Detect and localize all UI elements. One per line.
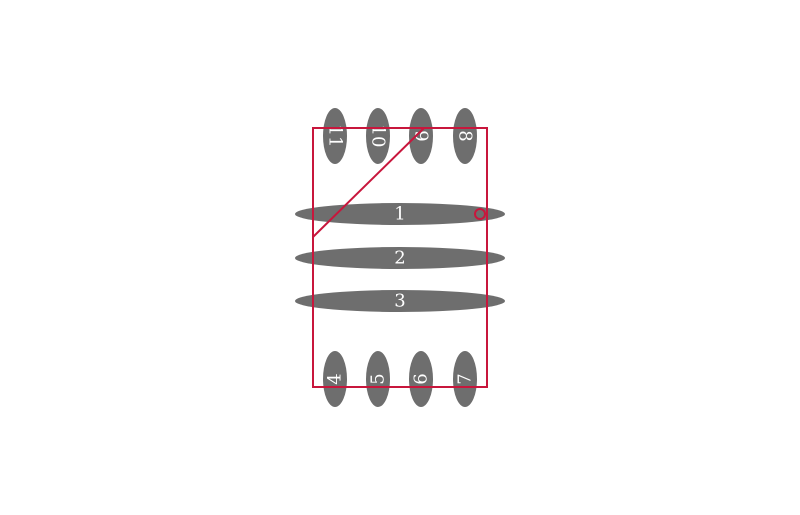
pin1-marker — [474, 208, 486, 220]
chamfer-line — [312, 127, 425, 238]
pad-11: 11 — [323, 108, 347, 164]
body-outline — [312, 127, 488, 388]
pad-7-label: 7 — [455, 373, 476, 384]
pad-2-label: 2 — [394, 248, 405, 269]
pad-7: 7 — [453, 351, 477, 407]
pad-2: 2 — [295, 247, 505, 269]
pad-10-label: 10 — [368, 125, 389, 148]
pad-5: 5 — [366, 351, 390, 407]
pad-9: 9 — [409, 108, 433, 164]
pad-6: 6 — [409, 351, 433, 407]
pad-3-label: 3 — [394, 291, 405, 312]
pad-9-label: 9 — [411, 130, 432, 141]
pad-4-label: 4 — [325, 373, 346, 384]
pad-8-label: 8 — [455, 130, 476, 141]
pad-5-label: 5 — [368, 373, 389, 384]
pad-1: 1 — [295, 203, 505, 225]
pad-4: 4 — [323, 351, 347, 407]
pad-10: 10 — [366, 108, 390, 164]
pad-11-label: 11 — [325, 125, 346, 148]
pad-8: 8 — [453, 108, 477, 164]
pad-6-label: 6 — [411, 373, 432, 384]
pad-1-label: 1 — [394, 204, 405, 225]
pad-3: 3 — [295, 290, 505, 312]
